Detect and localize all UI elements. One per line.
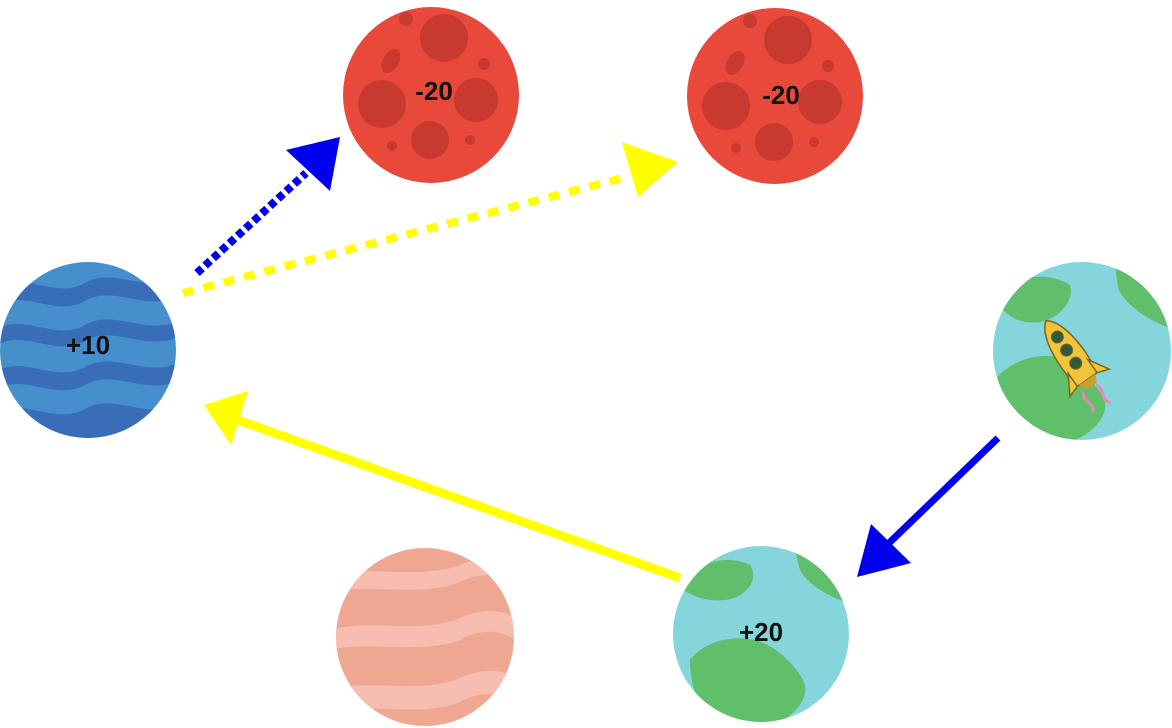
arrow-earth-bottom-to-neptune — [204, 391, 682, 583]
arrow-neptune-to-mars-right — [181, 142, 678, 297]
planet-mars-left: -20 — [343, 7, 519, 183]
planet-earth-bottom: +20 — [673, 546, 849, 722]
planet-earth-start — [993, 262, 1171, 440]
arrow-earth-start-to-earth-bottom — [857, 435, 1001, 577]
neptune-label: +10 — [66, 330, 110, 360]
mars-right-label: -20 — [762, 80, 800, 110]
arrow-neptune-to-mars-left — [194, 137, 340, 276]
earth-bottom-label: +20 — [739, 617, 783, 647]
mars-left-label: -20 — [415, 76, 453, 106]
rocket-icon — [1044, 319, 1112, 413]
planet-mars-right: -20 — [687, 8, 863, 184]
planet-neptune: +10 — [0, 262, 176, 438]
planet-jupiter — [336, 548, 514, 726]
